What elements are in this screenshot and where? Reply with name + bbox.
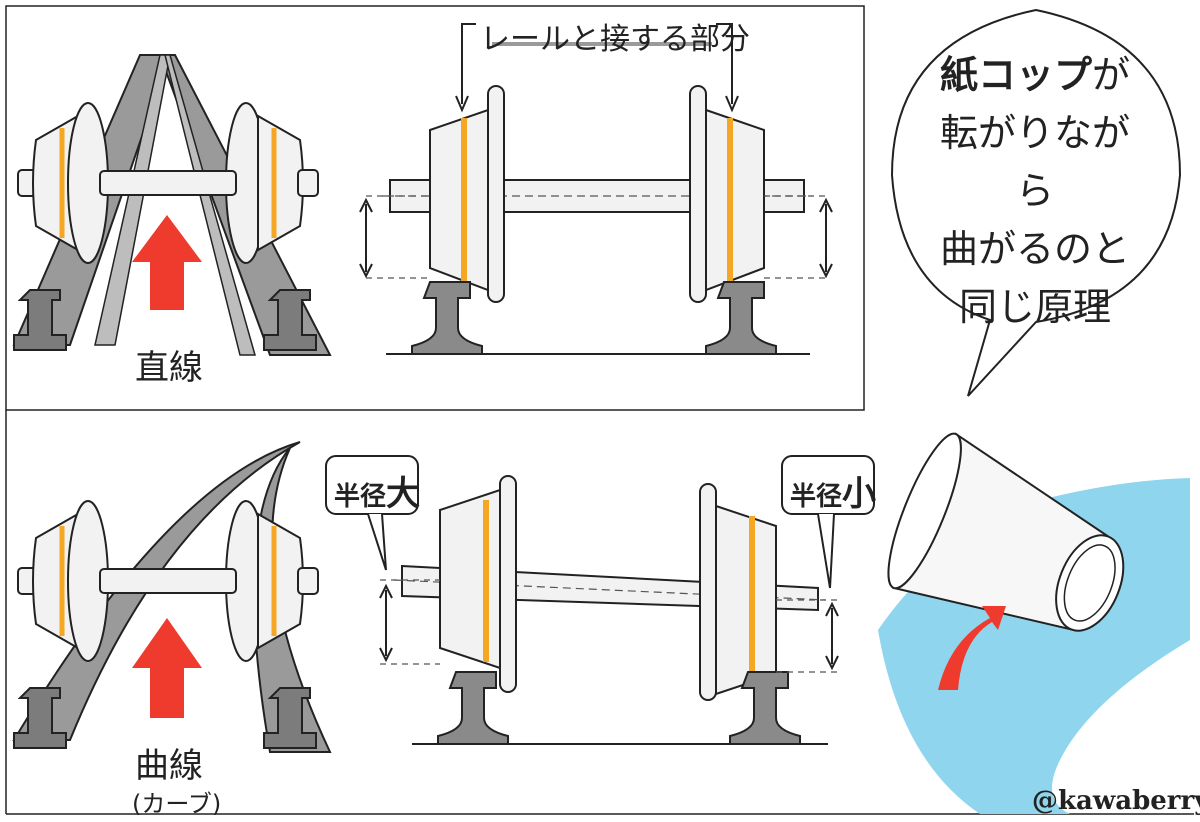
cup-rim [1055,534,1125,632]
rail-profile-left [13,289,67,351]
radius-prefix-small: 半径 [790,482,843,512]
rail-left-curve [12,441,301,741]
label-curve-sub: (カーブ) [132,790,222,818]
author-credit: @kawaberry [1032,786,1200,816]
curve-front-view [325,455,875,745]
speech-line-2: 転がりながら [939,111,1130,213]
speech-line-1: 紙コップが [930,46,1140,104]
top-panel-frame [5,5,865,411]
label-radius-small: 半径小 [790,466,876,515]
straight-perspective [12,54,332,356]
axle-curve-perspective [99,568,237,594]
radius-big-value: 大 [386,474,421,514]
rail-profile-right [263,289,317,351]
rail-left-front [411,281,483,355]
speech-line-3: 曲がるのと [939,227,1130,271]
speech-bubble [890,8,1182,397]
label-rail-contact: レールと接する部分 [480,22,750,57]
speech-line-1-strong: 紙コップ [939,53,1092,97]
speech-line-1-rest: が [1092,53,1131,97]
rail-right-front [705,281,777,355]
paper-cup-illustration [878,432,1190,814]
label-curve: 曲線 [135,746,203,786]
radius-prefix-big: 半径 [334,482,387,512]
axle-straight-perspective [99,170,237,196]
arrow-up-curve [132,618,202,718]
arrow-up-straight [132,215,202,310]
curve-perspective [12,441,332,753]
straight-front-view [359,23,833,355]
label-straight: 直線 [135,348,203,388]
arrow-curve-cup [938,606,1006,690]
speech-text: 紙コップが 転がりながら 曲がるのと 同じ原理 [930,46,1140,336]
rail-left-curve-front [437,671,509,745]
label-radius-big: 半径大 [334,466,420,515]
speech-line-4: 同じ原理 [958,285,1111,329]
radius-small-value: 小 [842,474,877,514]
